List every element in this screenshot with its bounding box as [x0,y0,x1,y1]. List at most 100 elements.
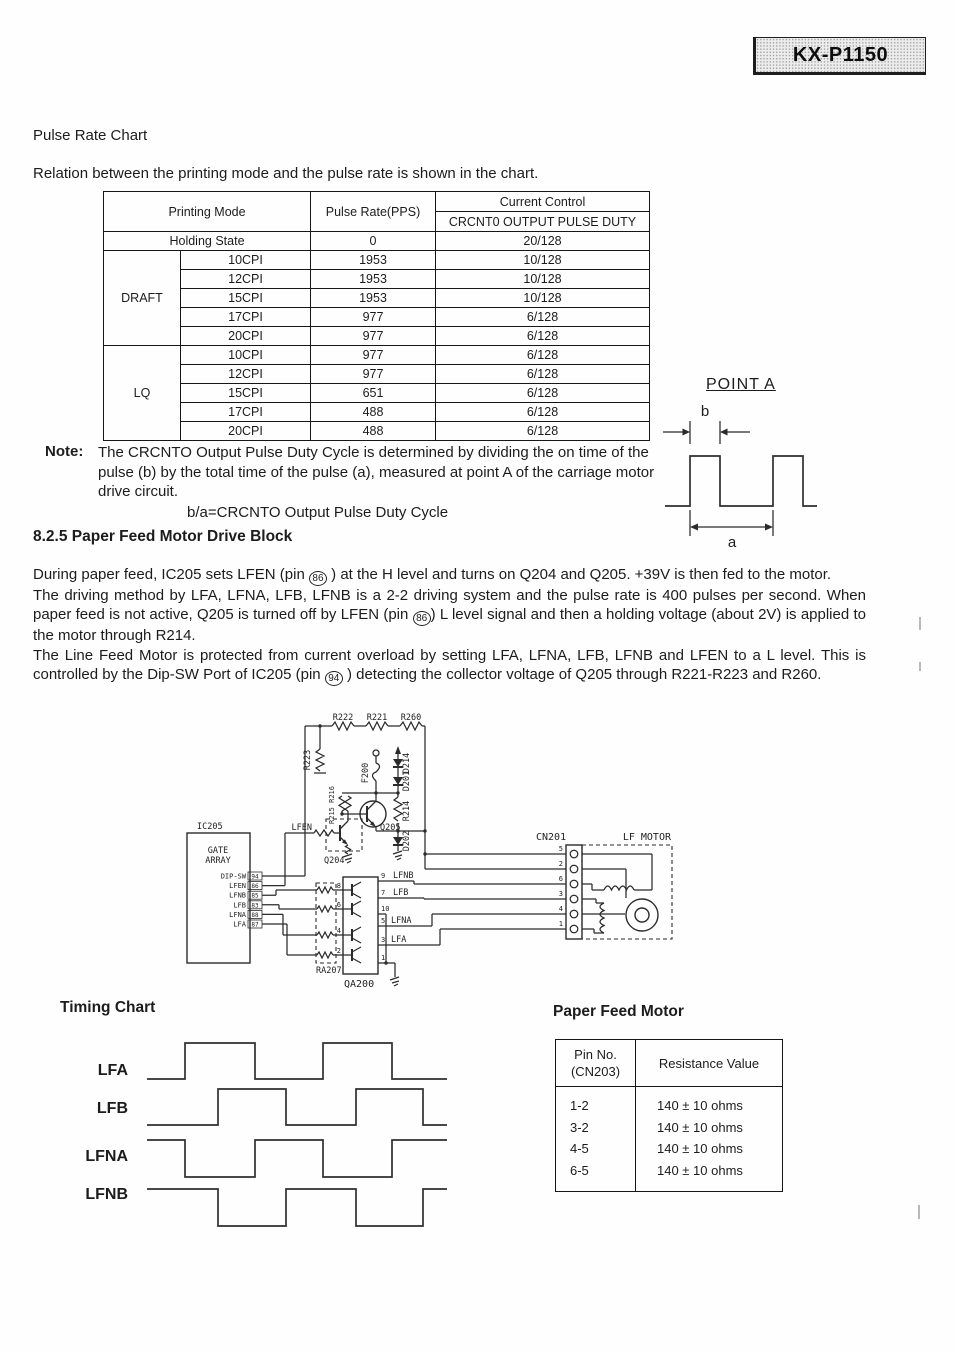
cell: Holding State [103,231,311,251]
pin-number-circle: 94 [324,671,343,687]
cell: 20CPI [180,326,311,346]
cell: 15CPI [180,383,311,403]
duty-cycle-formula: b/a=CRCNTO Output Pulse Duty Cycle [187,504,449,521]
cell: 17CPI [180,402,311,422]
cell: 20/128 [435,231,650,251]
label-r222: R222 [333,713,353,723]
cn-pin-num: 3 [559,890,563,898]
table-row: Holding State 0 20/128 [103,231,650,251]
cn-pin-num: 6 [559,875,563,883]
model-badge: KX-P1150 [753,37,926,75]
ic-pin-name: LFNB [229,892,246,900]
col-resistance: Resistance Value [635,1039,783,1087]
pulse-rate-chart-heading: Pulse Rate Chart [33,127,148,144]
cell: 977 [310,364,436,384]
ic-pin-num: 88 [251,912,259,919]
cell: 1953 [310,288,436,308]
cell: 10/128 [435,269,650,289]
cell: 977 [310,345,436,365]
label-q205: Q205 [380,823,400,833]
cell: 10/128 [435,250,650,270]
ic-pin-num: 83 [251,902,259,909]
table-header-row: Pin No. (CN203) Resistance Value [555,1039,783,1087]
table-row: 15CPI 1953 10/128 [104,288,650,308]
paper-feed-motor-circuit-diagram: R222 R221 R260 R223 F200 D214 D201 R214 … [186,713,673,990]
ground-icon [392,850,403,861]
cell: 17CPI [180,307,311,327]
label-qa200: QA200 [344,979,374,990]
cell: 1953 [310,250,436,270]
pin-number-circle: 86 [308,571,327,586]
ic-pin-name: DIP-SW [221,873,247,881]
cn-pin-num: 5 [559,845,563,853]
cell: 651 [310,383,436,403]
label-lf-motor: LF MOTOR [623,832,672,843]
b-measure-lines [663,421,750,444]
label-q204: Q204 [324,856,344,866]
cell: 488 [310,421,436,441]
diode-d201-icon [393,777,403,785]
cell: 977 [310,326,436,346]
cell: 10/128 [435,288,650,308]
cn-pin-hole [569,849,579,859]
ic-pin-num: 85 [251,893,259,900]
qa-output-label: LFNB [393,871,413,881]
cell: 6/128 [435,421,650,441]
cell: 20CPI [180,421,311,441]
label-lfen: LFEN [292,823,312,833]
emitter-arrow-icon [369,821,376,827]
section-heading: 8.2.5 Paper Feed Motor Drive Block [33,528,293,545]
col-current-control: Current Control [435,191,650,212]
ra207-dashed-box [315,882,337,964]
ic-pin-name: LFNA [229,911,247,919]
cn-pin-hole [569,909,579,919]
component-bars [339,766,403,961]
col-printing-mode: Printing Mode [103,191,311,232]
label-f200: F200 [361,763,371,783]
qa-output-label: LFB [393,888,408,898]
label-a: a [728,534,737,551]
table-row: 17CPI 488 6/128 [104,402,650,422]
note-label: Note: [45,443,84,460]
pin-number-circle: 86 [412,611,431,627]
table-row: 1-2 3-2 4-5 6-5 140 ± 10 ohms 140 ± 10 o… [555,1086,783,1192]
scan-artifact [918,1205,920,1219]
cell: 488 [310,402,436,422]
ic205-box [186,832,251,964]
label-r260: R260 [401,713,421,723]
cn-pin-num: 4 [559,905,563,913]
table-header-row: Printing Mode Pulse Rate(PPS) Current Co… [103,191,650,232]
signal-label: LFB [97,1100,128,1117]
qa-input-pin: 2 [337,947,341,955]
ic-pin-name: LFEN [229,882,246,890]
cn-pin-num: 1 [559,920,563,928]
resistance-value: 140 ± 10 ohms [657,1162,743,1178]
motor-resistance-table: Pin No. (CN203) Resistance Value 1-2 3-2… [555,1039,783,1192]
label-array: ARRAY [205,856,231,866]
qa-output-label: LFA [391,935,406,945]
label-r214: R214 [402,801,412,821]
ground-icon [389,976,400,987]
cell: 1953 [310,269,436,289]
col-pulse-rate: Pulse Rate(PPS) [310,191,436,232]
col-pin-no: Pin No. (CN203) [555,1039,636,1087]
label-d201: D201 [402,771,412,791]
table-row: 17CPI 977 6/128 [104,307,650,327]
cell: 6/128 [435,326,650,346]
qa-input-pin: 8 [337,882,341,890]
ic-pin-num: 86 [251,883,259,890]
lf-motor-dashed-box [581,844,673,940]
qa-output-pin: 3 [381,936,385,944]
paragraph: During paper feed, IC205 sets LFEN (pin … [33,566,832,586]
label-b: b [701,403,709,420]
arrow-right-icon [682,428,690,436]
cn-pin-num: 2 [559,860,563,868]
qa-output-label: LFNA [391,916,411,926]
label-r223: R223 [303,750,313,770]
qa-output-pin: 1 [381,954,385,962]
scan-artifact [919,617,921,630]
cell: 6/128 [435,402,650,422]
table-row: 12CPI 1953 10/128 [104,269,650,289]
label-gate: GATE [208,846,228,856]
model-badge-label: KX-P1150 [792,43,889,66]
